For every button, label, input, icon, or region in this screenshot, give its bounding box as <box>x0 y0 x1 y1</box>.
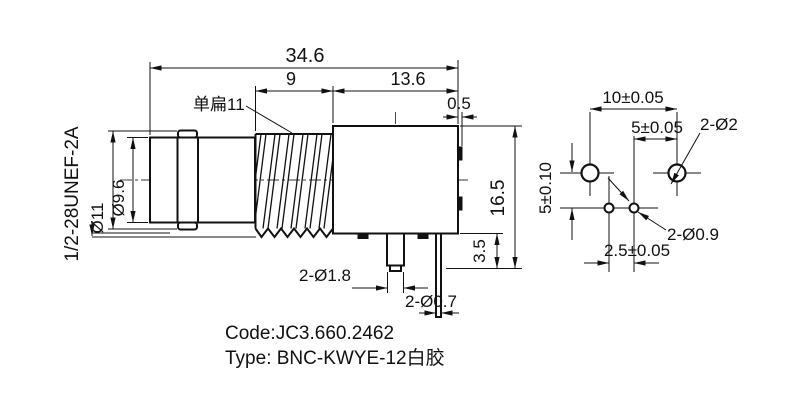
standoff-foot-right <box>417 233 429 239</box>
side-view <box>120 112 468 318</box>
side-tab-upper <box>457 146 463 161</box>
large-hole-leader <box>670 132 701 185</box>
side-tab-lower <box>457 196 463 211</box>
threaded-section <box>254 133 334 239</box>
flat-leader-line <box>245 105 293 134</box>
label-small-holes: 2-Ø0.9 <box>667 225 719 244</box>
dim-tab-offset: 0.5 <box>447 94 471 113</box>
bayonet-lug-bottom <box>177 221 198 231</box>
thread-runout-zigzag <box>254 226 334 239</box>
dim-body-length: 13.6 <box>390 69 425 89</box>
dim-signal-hole-offset: 5±0.05 <box>631 118 683 137</box>
small-hole-right <box>628 202 640 214</box>
small-hole-left <box>603 202 615 214</box>
thread-spec-label: 1/2-28UNEF-2A <box>62 126 83 261</box>
signal-pin <box>435 232 442 318</box>
standoff-foot-left <box>357 233 369 239</box>
dim-small-hole-spacing: 2.5±0.05 <box>604 241 670 260</box>
dim-signal-pins: 2-Ø0.7 <box>405 292 457 311</box>
dim-large-hole-spacing: 10±0.05 <box>602 88 663 107</box>
side-view-dimensions: 34.6 9 13.6 0.5 单扁11 1/2-28UNEF-2A Ø11 Ø… <box>62 45 522 316</box>
thread-hatching <box>255 134 333 229</box>
footprint-view: 10±0.05 5±0.05 5±0.10 2.5±0.05 2-Ø2 2-Ø0… <box>536 88 738 272</box>
large-hole-left <box>580 163 600 183</box>
dim-overall-length: 34.6 <box>286 45 325 67</box>
dim-ground-pins: 2-Ø1.8 <box>299 266 351 285</box>
dim-row-spacing: 5±0.10 <box>536 162 555 214</box>
connector-body <box>332 125 459 235</box>
part-type: Type: BNC-KWYE-12白胶 <box>225 347 445 369</box>
front-cylinder <box>149 136 256 224</box>
dim-inner-diameter: Ø9.6 <box>109 180 128 217</box>
dim-thread-length: 9 <box>286 69 296 89</box>
small-hole-leader-left <box>607 177 630 202</box>
ground-pin <box>386 232 405 267</box>
label-flat: 单扁11 <box>193 95 245 114</box>
ground-pin-tip <box>389 264 402 272</box>
bayonet-lug-top <box>177 129 198 139</box>
title-notes: Code:JC3.660.2462 Type: BNC-KWYE-12白胶 <box>225 323 445 369</box>
small-hole-leader-right <box>637 211 667 231</box>
label-large-holes: 2-Ø2 <box>700 115 738 134</box>
dim-pin-standoff: 3.5 <box>470 239 489 263</box>
dim-outer-diameter: Ø11 <box>88 203 107 234</box>
dim-overall-height: 16.5 <box>488 180 509 217</box>
part-code: Code:JC3.660.2462 <box>225 323 394 344</box>
